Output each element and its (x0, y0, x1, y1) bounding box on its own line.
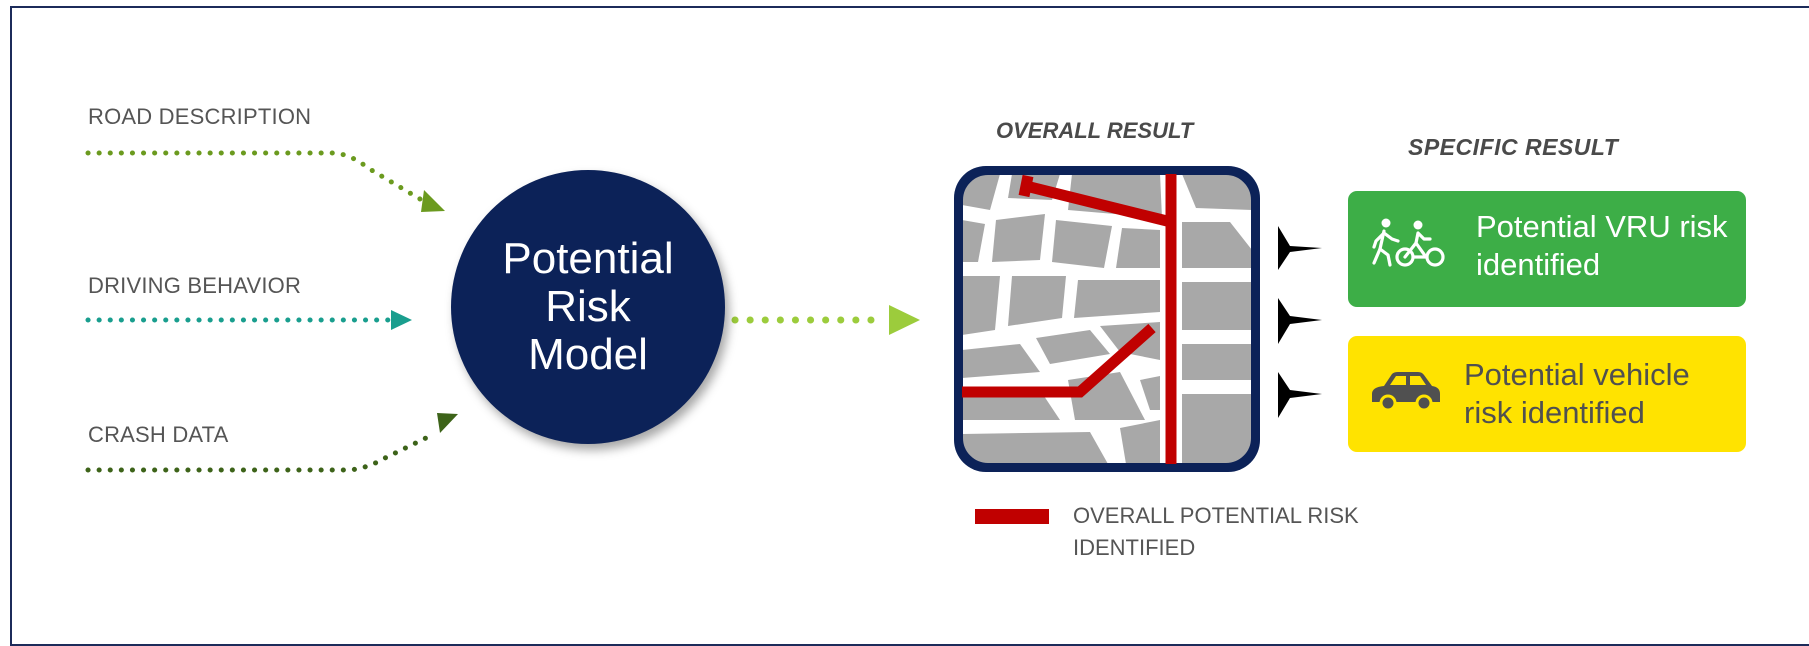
crash-data-arrow (85, 413, 458, 473)
vru-risk-card: Potential VRU risk identified (1348, 191, 1746, 307)
risk-map (954, 166, 1260, 472)
diagram-connectors (85, 150, 1322, 473)
input-label-driving-behavior: DRIVING BEHAVIOR (88, 273, 302, 298)
model-label: Potential Risk Model (502, 234, 674, 379)
road-description-arrow (85, 150, 445, 212)
vehicle-risk-card: Potential vehicle risk identified (1348, 336, 1746, 452)
input-label-road-description: ROAD DESCRIPTION (88, 104, 312, 129)
overall-result-heading: OVERALL RESULT (996, 118, 1194, 143)
potential-risk-model: Potential Risk Model (451, 170, 725, 444)
legend-swatch (975, 509, 1049, 524)
specific-result-heading: SPECIFIC RESULT (1408, 134, 1619, 160)
pedestrian-cyclist-icon (1372, 218, 1445, 267)
map-output-connectors (1278, 226, 1322, 418)
vru-risk-label: Potential VRU risk identified (1476, 209, 1728, 282)
output-arrow (731, 305, 920, 335)
input-label-crash-data: CRASH DATA (88, 422, 229, 447)
car-icon (1372, 372, 1440, 412)
vehicle-risk-label: Potential vehicle risk identified (1464, 357, 1690, 430)
legend-label: OVERALL POTENTIAL RISK IDENTIFIED (1073, 503, 1359, 560)
driving-behavior-arrow (85, 310, 412, 330)
